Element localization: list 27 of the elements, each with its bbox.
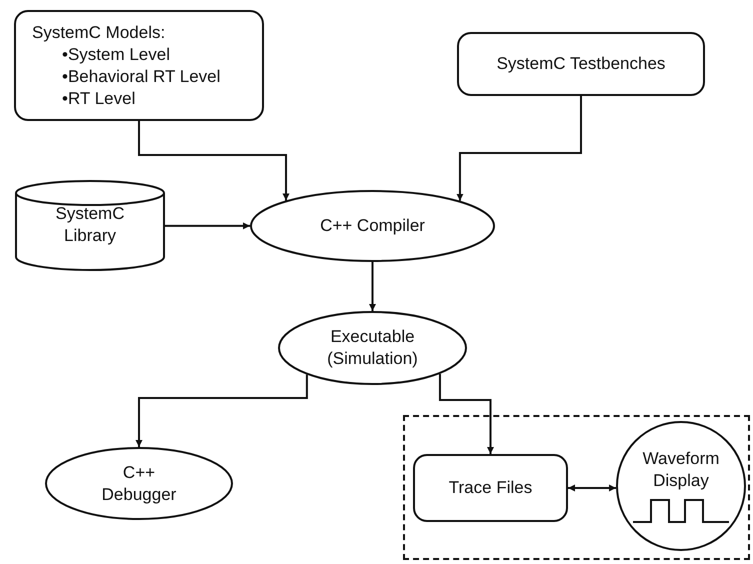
- node-label: Waveform Display: [642, 448, 720, 492]
- node-label: SystemC Library: [54, 203, 126, 247]
- display-circle: [616, 421, 746, 551]
- testbench-box: [457, 32, 705, 96]
- arrow: [138, 121, 290, 200]
- node-label: Executable (Simulation): [326, 326, 419, 370]
- arrow: [136, 374, 308, 447]
- node-label: Trace Files: [448, 477, 532, 499]
- node-label: •RT Level: [62, 88, 136, 110]
- node-label: SystemC Models:: [32, 22, 166, 44]
- arrow: [568, 484, 616, 492]
- node-label: C++ Debugger: [100, 462, 178, 506]
- trace-files-box: [413, 454, 568, 522]
- dashed-region: [403, 415, 750, 560]
- model-box: [14, 10, 264, 121]
- node-label: C++ Compiler: [320, 215, 425, 237]
- compiler-ellipse: [250, 190, 495, 262]
- node-label: •System Level: [62, 44, 170, 66]
- debugger-ellipse: [45, 447, 233, 520]
- arrow: [165, 222, 250, 230]
- arrow: [369, 262, 376, 311]
- library-cylinder: [15, 180, 165, 270]
- executable-ellipse: [278, 311, 467, 385]
- node-label: SystemC Testbenches: [496, 53, 666, 75]
- arrow: [456, 96, 582, 201]
- arrow: [438, 374, 494, 454]
- node-label: •Behavioral RT Level: [62, 66, 220, 88]
